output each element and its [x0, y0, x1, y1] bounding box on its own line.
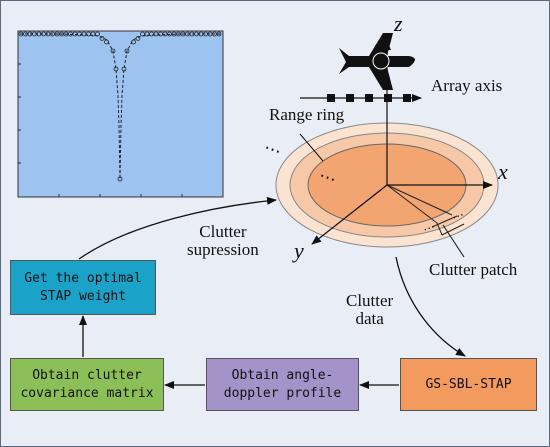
beampattern-marker [41, 31, 46, 37]
plot-area [17, 30, 224, 198]
beampattern-marker [72, 31, 78, 37]
beampattern-marker [131, 39, 136, 45]
beampattern-marker [99, 36, 105, 41]
beampattern-marker [135, 36, 141, 41]
beampattern-marker [63, 31, 69, 37]
beampattern-marker [176, 31, 181, 37]
clutter-patch [386, 184, 465, 236]
beampattern-marker [32, 31, 37, 37]
beampattern-marker [36, 31, 42, 37]
clutter-data-arrow [395, 256, 466, 357]
beampattern-marker [45, 31, 51, 37]
beampattern-marker [68, 31, 73, 37]
beampattern-marker [18, 31, 24, 37]
beampattern-marker [23, 31, 28, 37]
beampattern-marker [110, 48, 116, 54]
beampattern-marker [27, 31, 33, 37]
beampattern-marker [117, 176, 123, 182]
beampattern-marker [144, 31, 150, 37]
beampattern-marker [216, 31, 222, 37]
z-axis-label: z [394, 11, 403, 36]
beampattern-marker [104, 39, 109, 45]
beampattern-marker [149, 31, 154, 37]
clutter-patch-label: Clutter patch [429, 260, 518, 279]
airplane-icon [339, 33, 415, 90]
range-ring-label: Range ring [269, 105, 345, 124]
beampattern-marker [171, 31, 177, 37]
beampattern-marker [81, 31, 87, 37]
range-ring-leader [299, 133, 324, 162]
beampattern-marker [203, 31, 208, 37]
array-axis [300, 94, 422, 102]
y-axis-label: y [294, 238, 304, 263]
beampattern-marker [162, 31, 168, 37]
beampattern-marker [77, 31, 82, 37]
beampattern-markers [18, 31, 222, 182]
clutter-patch-leader [442, 224, 465, 258]
beampattern-marker [113, 66, 119, 72]
x-axis-label: x [498, 159, 508, 184]
beampattern-marker [121, 66, 127, 72]
beampattern-marker [50, 31, 55, 37]
beampattern-marker [180, 31, 186, 37]
beampattern-marker [124, 48, 130, 54]
beampattern-marker [158, 31, 163, 37]
beampattern-marker [194, 31, 199, 37]
beampattern-marker [86, 31, 91, 37]
clutter-suppression-label: Clutter supression [187, 222, 259, 259]
suppression-arrow [78, 196, 277, 260]
beampattern-marker [59, 31, 64, 37]
y-axis [311, 184, 388, 245]
gs-sbl-stap-box: GS-SBL-STAP [400, 358, 537, 411]
beampattern-marker [167, 31, 172, 37]
beampattern-marker [198, 31, 204, 37]
angle-doppler-box: Obtain angle- doppler profile [206, 358, 359, 411]
beampattern-marker [185, 31, 190, 37]
beampattern-marker [207, 31, 213, 37]
beampattern-marker [189, 31, 195, 37]
beampattern-marker [90, 31, 96, 37]
array-axis-label: Array axis [431, 76, 503, 95]
beampattern-marker [95, 31, 100, 37]
beampattern-marker [212, 31, 217, 37]
beampattern-marker [54, 31, 60, 37]
plot-ticks [18, 63, 183, 197]
beampattern-marker [153, 31, 159, 37]
beampattern-marker [140, 31, 145, 37]
beampattern-plot [17, 30, 224, 198]
clutter-covariance-box: Obtain clutter covariance matrix [10, 358, 164, 411]
clutter-data-label: Clutter data [346, 291, 394, 328]
optimal-weight-box: Get the optimal STAP weight [10, 260, 156, 315]
